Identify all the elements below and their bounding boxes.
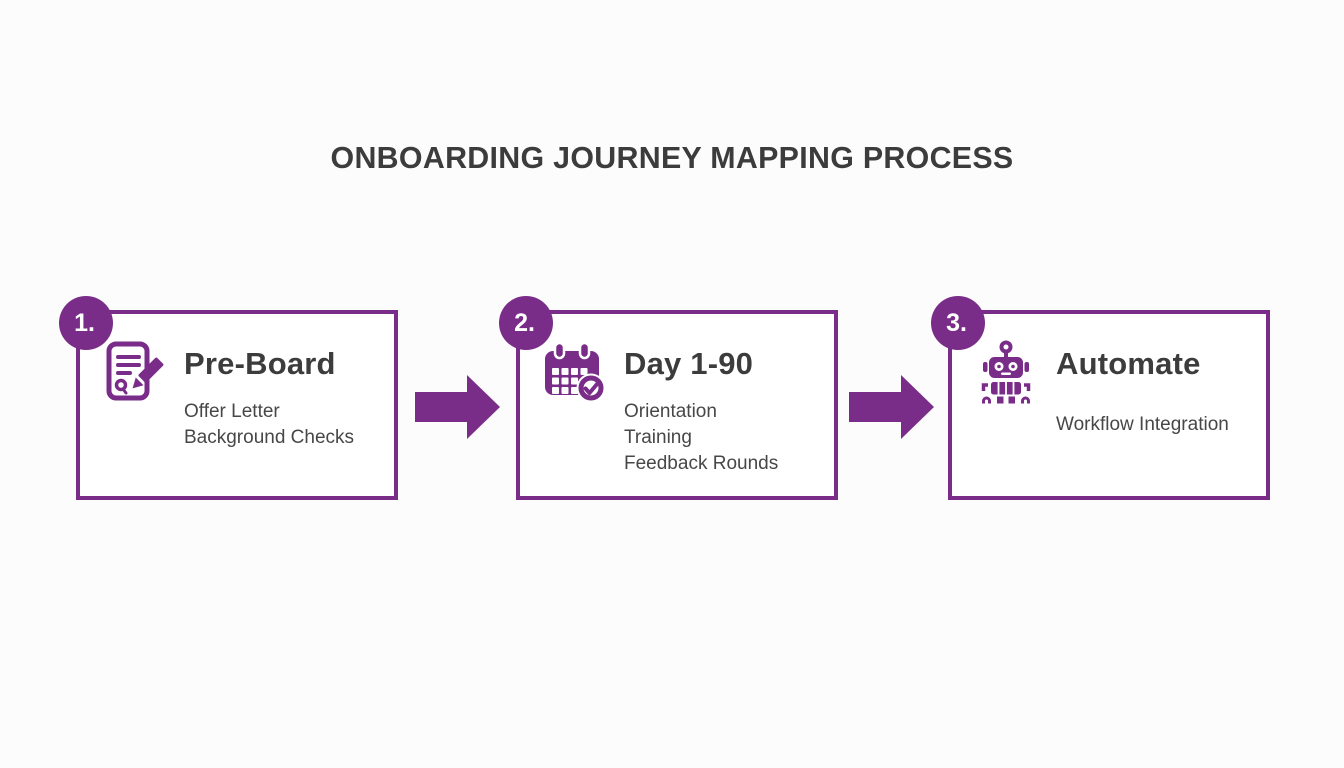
step-title: Automate (1056, 346, 1201, 381)
step-title: Day 1-90 (624, 346, 754, 381)
step-detail: Orientation (624, 400, 717, 422)
step-detail: Background Checks (184, 426, 355, 448)
contract-signing-icon (102, 340, 166, 406)
page-title: ONBOARDING JOURNEY MAPPING PROCESS (330, 140, 1014, 175)
step-detail: Training (624, 426, 692, 448)
step-number-badge: 3. (931, 296, 985, 350)
step-details: Offer Letter Background Checks (184, 399, 354, 451)
calendar-check-icon (542, 340, 606, 406)
step-number-badge: 1. (59, 296, 113, 350)
step-details: Workflow Integration (1056, 412, 1229, 438)
step-card-automate: 3. (931, 296, 1270, 500)
step-detail: Offer Letter (184, 400, 280, 422)
step-details: Orientation Training Feedback Rounds (624, 399, 778, 478)
step-detail: Workflow Integration (1056, 413, 1229, 435)
arrow-right-icon (849, 375, 934, 439)
robot-icon (974, 340, 1038, 406)
step-detail: Feedback Rounds (624, 453, 779, 475)
step-title: Pre-Board (184, 346, 336, 381)
step-number-badge: 2. (499, 296, 553, 350)
step-card-day1-90: 2. (499, 296, 838, 500)
step-card-preboard: 1. Pre-Board Of (59, 296, 398, 500)
arrow-right-icon (415, 375, 500, 439)
